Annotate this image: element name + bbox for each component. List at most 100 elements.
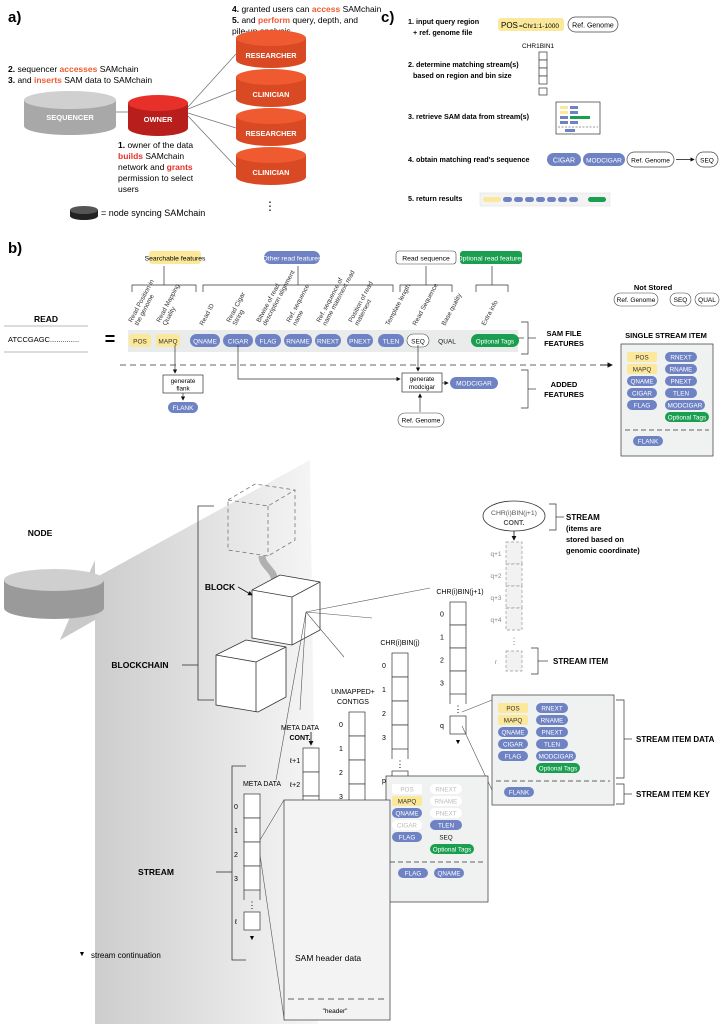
single-item-key-0: FLANK	[638, 439, 659, 446]
sequencer-label: SEQUENCER	[46, 113, 94, 122]
panel-a-label: a)	[8, 9, 21, 26]
single-item-right-pill-4	[665, 400, 705, 410]
stream-item-q-card: POSMAPQQNAMECIGARFLAGRNEXTRNAMEPNEXTTLEN…	[491, 694, 615, 806]
stream-bin-j1-title-0: CHR(i)BIN(j+1)	[436, 589, 483, 596]
stream-item-key-label: STREAM ITEM KEY	[636, 790, 710, 799]
generate-flank-line2: flank	[176, 386, 190, 393]
added-features-line1: ADDED	[551, 380, 578, 389]
access-step-0-key: access	[312, 4, 341, 14]
item-q-right-3: TLEN	[544, 742, 561, 749]
ghost-row-3: q+4	[490, 617, 501, 624]
insert-step-1-key: inserts	[34, 75, 62, 85]
field-pill-4	[255, 334, 281, 347]
ghost-ellipsis: ⋮	[510, 636, 519, 646]
item-q-left-1: MAPQ	[504, 718, 523, 725]
stream-bin-j-cell-3	[391, 724, 409, 750]
stream-bin-j1-continuation-arrow: ▼	[455, 739, 462, 746]
stream-bin-j1-cell-2	[449, 647, 467, 672]
single-item-right-4: MODCIGAR	[668, 403, 703, 410]
ghost-cell-0	[505, 541, 523, 565]
access-step-1-pre: and	[239, 15, 258, 25]
item-n-right-0: RNEXT	[435, 787, 456, 794]
not-stored-qual: QUAL	[698, 297, 716, 304]
item-n-left-0: POS	[400, 787, 413, 794]
step1-region: =Chr1:1-1000	[519, 23, 559, 30]
field-label-1: MAPQ	[158, 339, 177, 346]
panel-a: a) 4. granted users can access SAMchain5…	[8, 4, 382, 220]
field-description-9-text: Read Sequence	[412, 282, 440, 327]
field-description-1: Read MappingQuality	[155, 283, 187, 327]
cont-bubble-line2: CONT.	[504, 520, 525, 527]
field-label-0: POS	[133, 339, 147, 346]
field-label-3: CIGAR	[228, 339, 249, 346]
item-n-right-pill-0	[430, 784, 462, 794]
single-item-left-2: QNAME	[630, 379, 653, 386]
sam-features-line2: FEATURES	[544, 339, 584, 348]
field-description-3: Read CigarString	[225, 291, 253, 327]
header-key: "header"	[323, 1008, 349, 1015]
stream-bin-j1-ellipsis: ⋮	[454, 704, 463, 714]
stream-meta-last-cell	[243, 911, 261, 931]
field-description-10: Base quality	[441, 292, 464, 327]
item-n-key-1: QNAME	[437, 871, 460, 878]
added-features-line2: FEATURES	[544, 390, 584, 399]
item-q-key-0: FLANK	[509, 790, 530, 797]
field-label-10: QUAL	[438, 339, 456, 346]
stream-item-data-label: STREAM ITEM DATA	[636, 735, 715, 744]
future-block	[227, 483, 296, 557]
user-node-label-1: CLINICIAN	[253, 90, 290, 99]
item-n-left-2: QNAME	[395, 811, 418, 818]
single-item-right-0: RNEXT	[670, 355, 691, 362]
stream-unmapped-cell-2	[348, 759, 366, 785]
item-q-left-pill-4	[498, 751, 528, 761]
user-node-3: CLINICIAN	[236, 147, 306, 185]
field-pill-6	[315, 334, 341, 347]
item-n-right-1: RNAME	[435, 799, 458, 806]
stream-bin-j1-row-1: 1	[440, 635, 444, 642]
modcigar-pill: MODCIGAR	[456, 381, 492, 388]
stream-unmapped-row-0: 0	[339, 722, 343, 729]
field-description-2-text: Read ID	[199, 302, 217, 327]
stream-meta-ellipsis: ⋮	[248, 900, 257, 910]
generate-modcigar-line2: modcigar	[409, 384, 435, 391]
access-step-0-post: SAMchain	[340, 4, 381, 14]
single-stream-item-card: POSMAPQQNAMECIGARFLAGRNEXTRNAMEPNEXTTLEN…	[620, 343, 714, 457]
read-sequence: ATCCGAGC..............	[8, 335, 79, 344]
stream-bin-j-cell-0	[391, 652, 409, 678]
blockchain-label: BLOCKCHAIN	[111, 660, 168, 670]
stream-unmapped-cell-1	[348, 735, 366, 761]
item-n-left-pill-2	[392, 808, 422, 818]
item-q-right-pill-4	[536, 751, 576, 761]
field-description-11: Extra info	[481, 299, 500, 327]
item-q-left-4: FLAG	[505, 754, 522, 761]
block-cube-lower	[215, 639, 287, 713]
stream-meta-cont-row-1: ℓ+2	[289, 782, 300, 789]
stream-meta-cell-1	[243, 817, 261, 843]
stream-bin-j1-cell-1	[449, 624, 467, 649]
owner-note-1: builds SAMchain	[118, 151, 184, 161]
generate-flank-line1: generate	[171, 378, 196, 385]
stream-bin-j1-row-0: 0	[440, 612, 444, 619]
single-stream-item-title: SINGLE STREAM ITEM	[625, 331, 707, 340]
node-legend: = node syncing SAMchain	[70, 206, 205, 220]
single-item-left-4: FLAG	[634, 403, 651, 410]
access-step-1: 5. and perform query, depth, and	[232, 15, 358, 25]
field-description-11-text: Extra info	[481, 299, 500, 327]
ghost-row-0: q+1	[490, 551, 501, 558]
field-description-9: Read Sequence	[412, 282, 440, 327]
insert-step-1-pre: and	[15, 75, 34, 85]
stream-bin-j1-last-cell	[449, 715, 467, 735]
access-step-1-key: perform	[258, 15, 291, 25]
stream-meta-cont-cell-1	[302, 771, 320, 797]
single-item-left-1: MAPQ	[633, 367, 652, 374]
stream-legend-line2: (items are	[566, 524, 601, 533]
ghost-cell-1	[505, 563, 523, 587]
field-label-5: RNAME	[286, 339, 310, 346]
single-item-left-pill-1	[627, 364, 657, 374]
stream-meta-cell-3	[243, 865, 261, 891]
stream-bin-j1-cell-3	[449, 670, 467, 695]
stream-meta-row-3: 3	[234, 876, 238, 883]
